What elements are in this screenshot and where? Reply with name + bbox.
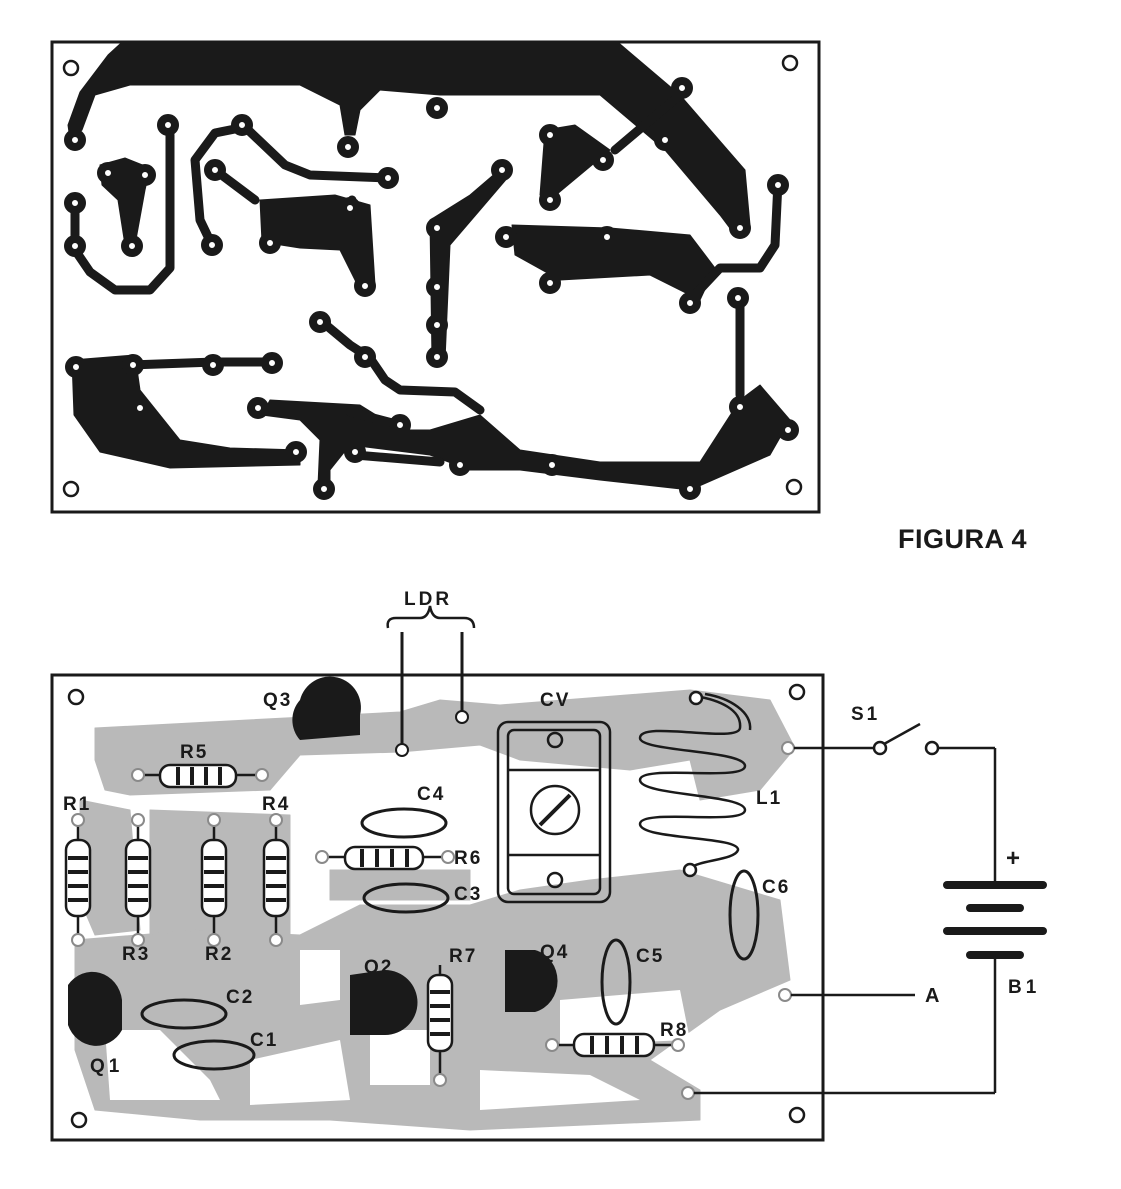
label-b1: B1	[1008, 977, 1040, 998]
label-c3: C3	[454, 884, 482, 905]
label-r5: R5	[180, 742, 208, 763]
label-l1: L1	[756, 788, 782, 809]
pcb-copper-layout	[50, 40, 821, 514]
resistor-r4	[262, 838, 290, 918]
label-c5: C5	[636, 946, 664, 967]
pcb-board-outline	[50, 40, 821, 514]
battery-b1	[943, 881, 1047, 959]
capacitor-c1	[172, 1039, 256, 1071]
label-r2: R2	[205, 944, 233, 965]
switch-s1-contact-right	[924, 740, 940, 756]
label-r7: R7	[449, 946, 477, 967]
label-c2: C2	[226, 987, 254, 1008]
label-r8: R8	[660, 1020, 688, 1041]
label-q4: Q4	[540, 942, 569, 963]
switch-s1-contact-left	[872, 740, 888, 756]
component-board-outline	[50, 673, 825, 1142]
transistor-q1	[68, 971, 122, 1046]
label-s1: S1	[851, 704, 880, 725]
label-c6: C6	[762, 877, 790, 898]
label-r3: R3	[122, 944, 150, 965]
capacitor-c4	[360, 807, 448, 839]
label-cv: CV	[540, 690, 570, 711]
resistor-r3	[124, 838, 152, 918]
label-ldr: LDR	[404, 589, 452, 610]
transistor-q2	[350, 970, 418, 1035]
figure-title: FIGURA 4	[898, 524, 1028, 554]
ldr	[386, 605, 476, 757]
label-c4: C4	[417, 784, 445, 805]
coil-l1	[638, 690, 752, 878]
resistor-r5	[158, 763, 238, 789]
resistor-r8	[572, 1032, 656, 1058]
mounting-holes-top	[62, 54, 803, 498]
resistor-r1	[64, 838, 92, 918]
transistor-q4	[505, 950, 558, 1012]
component-pads	[71, 741, 795, 1100]
label-r6: R6	[454, 848, 482, 869]
mounting-holes-bottom	[67, 683, 806, 1129]
label-q3: Q3	[263, 690, 292, 711]
capacitor-c5	[600, 938, 632, 1026]
label-r1: R1	[63, 794, 91, 815]
capacitor-c6	[728, 869, 760, 961]
capacitors	[140, 807, 760, 1071]
resistor-r6	[343, 845, 425, 871]
solder-pads	[64, 77, 799, 500]
label-c1: C1	[250, 1030, 278, 1051]
copper-shadow-gaps	[105, 950, 690, 1110]
trimmer-cv	[496, 720, 612, 904]
component-labels: LDR Q3 CV S1 R5 L1 C4 R1 R4 R6 + C6 C3 R…	[63, 589, 1040, 1077]
transistor-q3	[292, 676, 361, 740]
resistor-r7	[426, 973, 454, 1053]
label-plus: +	[1006, 845, 1020, 872]
resistor-r2	[200, 838, 228, 918]
capacitor-c3	[362, 882, 450, 914]
label-q1: Q1	[90, 1056, 123, 1077]
component-layout: LDR Q3 CV S1 R5 L1 C4 R1 R4 R6 + C6 C3 R…	[50, 589, 1047, 1142]
external-wiring	[694, 722, 997, 1095]
transistors	[68, 676, 558, 1046]
switch-s1-lever	[883, 722, 921, 746]
capacitor-c2	[140, 998, 228, 1030]
resistor-bands	[68, 767, 639, 1054]
label-a: A	[925, 985, 939, 1007]
label-r4: R4	[262, 794, 290, 815]
label-q2: Q2	[364, 957, 393, 978]
